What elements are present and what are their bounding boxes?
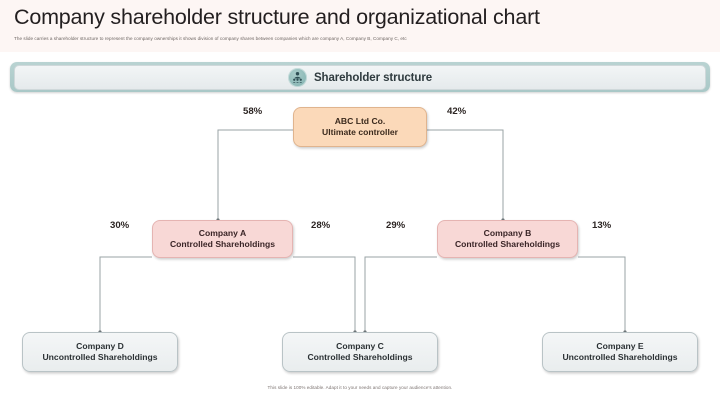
node-title: Company B (483, 227, 532, 238)
edge-label-company-a-to-company-c: 28% (311, 220, 331, 231)
people-group-icon (287, 68, 307, 87)
node-root-abc-ltd[interactable]: ABC Ltd Co. Ultimate controller (293, 107, 427, 147)
node-company-d[interactable]: Company D Uncontrolled Shareholdings (22, 332, 178, 372)
edge-label-company-b-to-company-e: 13% (592, 220, 612, 231)
node-title: Company D (76, 340, 124, 351)
connector-lines (98, 129, 627, 334)
page-subtitle: The slide carries a shareholder structur… (14, 36, 407, 41)
edge-label-root-to-company-b: 42% (447, 106, 467, 117)
banner-label: Shareholder structure (313, 71, 433, 84)
node-title: Company A (198, 227, 247, 238)
node-subtitle: Ultimate controller (322, 127, 398, 137)
node-title: ABC Ltd Co. (334, 115, 386, 126)
node-company-a[interactable]: Company A Controlled Shareholdings (152, 220, 293, 258)
edge-label-company-b-to-company-c: 29% (386, 220, 406, 231)
slide-header: Company shareholder structure and organi… (0, 0, 720, 52)
node-subtitle: Controlled Shareholdings (169, 239, 276, 249)
node-subtitle: Controlled Shareholdings (307, 352, 413, 362)
node-title: Company C (336, 340, 384, 351)
page-title: Company shareholder structure and organi… (14, 5, 540, 29)
node-subtitle: Controlled Shareholdings (454, 239, 561, 249)
node-company-e[interactable]: Company E Uncontrolled Shareholdings (542, 332, 698, 372)
node-title: Company E (596, 340, 644, 351)
slide-footnote: This slide is 100% editable. Adapt it to… (267, 385, 453, 390)
node-company-b[interactable]: Company B Controlled Shareholdings (437, 220, 578, 258)
edge-label-company-a-to-company-d: 30% (110, 220, 130, 231)
shareholder-structure-banner: Shareholder structure (10, 62, 710, 92)
edge-label-root-to-company-a: 58% (243, 106, 263, 117)
org-chart: ABC Ltd Co. Ultimate controller Company … (0, 52, 720, 404)
banner-inner: Shareholder structure (14, 65, 706, 90)
node-subtitle: Uncontrolled Shareholdings (42, 352, 158, 362)
node-company-c[interactable]: Company C Controlled Shareholdings (282, 332, 438, 372)
node-subtitle: Uncontrolled Shareholdings (562, 352, 678, 362)
slide-canvas: Shareholder structure (0, 52, 720, 404)
